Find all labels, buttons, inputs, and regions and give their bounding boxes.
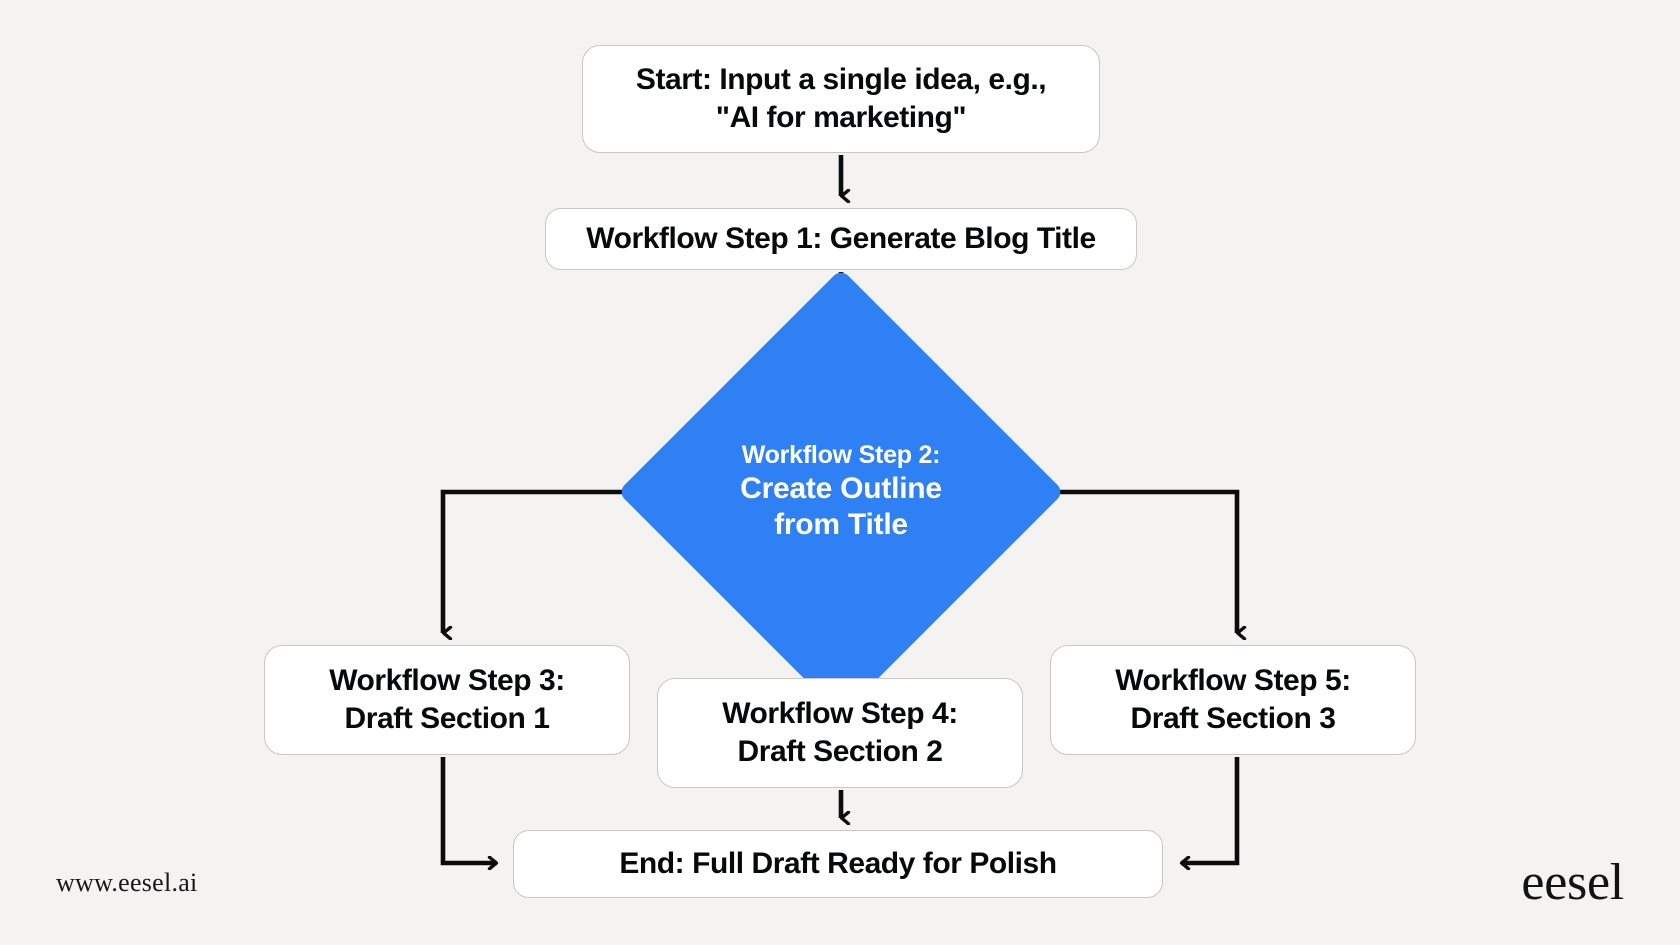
node-workflow-step-3[interactable]: Workflow Step 3: Draft Section 1 xyxy=(264,645,630,755)
node-workflow-step-1[interactable]: Workflow Step 1: Generate Blog Title xyxy=(545,208,1137,270)
node-workflow-step-5[interactable]: Workflow Step 5: Draft Section 3 xyxy=(1050,645,1416,755)
brand-logo: eesel xyxy=(1521,854,1624,911)
diamond-label: Workflow Step 2: Create Outline from Tit… xyxy=(683,334,999,650)
node-start[interactable]: Start: Input a single idea, e.g., "AI fo… xyxy=(582,45,1100,153)
diamond-label-line-1: Workflow Step 2: xyxy=(741,441,941,470)
node-end[interactable]: End: Full Draft Ready for Polish xyxy=(513,830,1163,898)
node-workflow-step-2[interactable]: Workflow Step 2: Create Outline from Tit… xyxy=(617,268,1065,716)
edge-step5-end xyxy=(1181,757,1240,863)
edge-step3-end xyxy=(440,757,497,863)
footer-website-url[interactable]: www.eesel.ai xyxy=(56,868,198,897)
node-workflow-step-4[interactable]: Workflow Step 4: Draft Section 2 xyxy=(657,678,1023,788)
diamond-label-line-2: Create Outline from Title xyxy=(740,471,942,542)
